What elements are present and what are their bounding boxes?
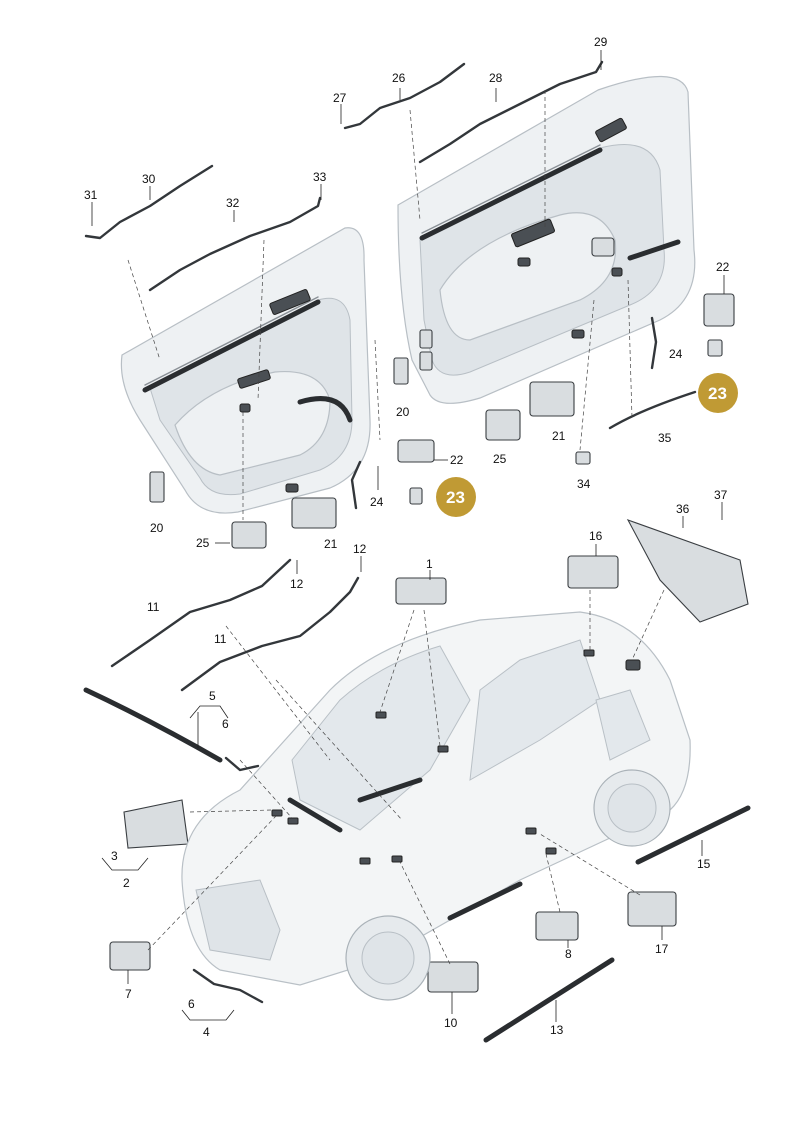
label-36: 36 [676, 502, 690, 516]
label-17: 17 [655, 942, 669, 956]
label-35: 35 [658, 431, 672, 445]
highlight-badge-upper-label: 23 [708, 384, 727, 403]
label-30: 30 [142, 172, 156, 186]
label-25-upper: 25 [493, 452, 507, 466]
label-15: 15 [697, 857, 711, 871]
label-8: 8 [565, 947, 572, 961]
top-light-strips [84, 60, 697, 430]
door-components [149, 293, 749, 623]
label-11-lower: 11 [214, 632, 227, 646]
highlight-badge-upper[interactable]: 23 [698, 373, 738, 413]
label-6-lower: 6 [188, 997, 195, 1011]
label-32: 32 [226, 196, 240, 210]
label-22-lower: 22 [450, 453, 464, 467]
highlight-badge-lower[interactable]: 23 [436, 477, 476, 517]
label-12-right: 12 [353, 542, 367, 556]
label-26: 26 [392, 71, 406, 85]
guide-lines [127, 90, 665, 965]
label-37: 37 [714, 488, 728, 502]
label-34: 34 [577, 477, 591, 491]
lower-harnesses [83, 558, 751, 1043]
label-5: 5 [209, 689, 216, 703]
label-13: 13 [550, 1023, 564, 1037]
label-28: 28 [489, 71, 503, 85]
label-24-upper: 24 [669, 347, 683, 361]
rear-door-panel [120, 227, 371, 514]
label-16: 16 [589, 529, 603, 543]
label-33: 33 [313, 170, 327, 184]
label-20-upper: 20 [396, 405, 410, 419]
label-24-lower: 24 [370, 495, 384, 509]
label-20-lower: 20 [150, 521, 164, 535]
label-6-upper: 6 [222, 717, 229, 731]
label-29: 29 [594, 35, 608, 49]
label-2: 2 [123, 876, 130, 890]
label-12-left: 12 [290, 577, 304, 591]
label-4: 4 [203, 1025, 210, 1039]
label-11-upper: 11 [147, 600, 160, 614]
highlight-badge-lower-label: 23 [446, 488, 465, 507]
label-21-lower: 21 [324, 537, 338, 551]
label-1: 1 [426, 557, 433, 571]
label-31: 31 [84, 188, 98, 202]
label-10: 10 [444, 1016, 458, 1030]
car-body [181, 611, 691, 1001]
leader-lines [91, 50, 725, 1022]
front-door-panel [397, 75, 696, 404]
part-labels: 29 26 28 27 30 31 32 33 22 24 20 21 35 2… [84, 35, 730, 1039]
label-3: 3 [111, 849, 118, 863]
label-7: 7 [125, 987, 132, 1001]
label-27: 27 [333, 91, 347, 105]
label-22-upper: 22 [716, 260, 730, 274]
label-25-lower: 25 [196, 536, 210, 550]
label-21-upper: 21 [552, 429, 566, 443]
